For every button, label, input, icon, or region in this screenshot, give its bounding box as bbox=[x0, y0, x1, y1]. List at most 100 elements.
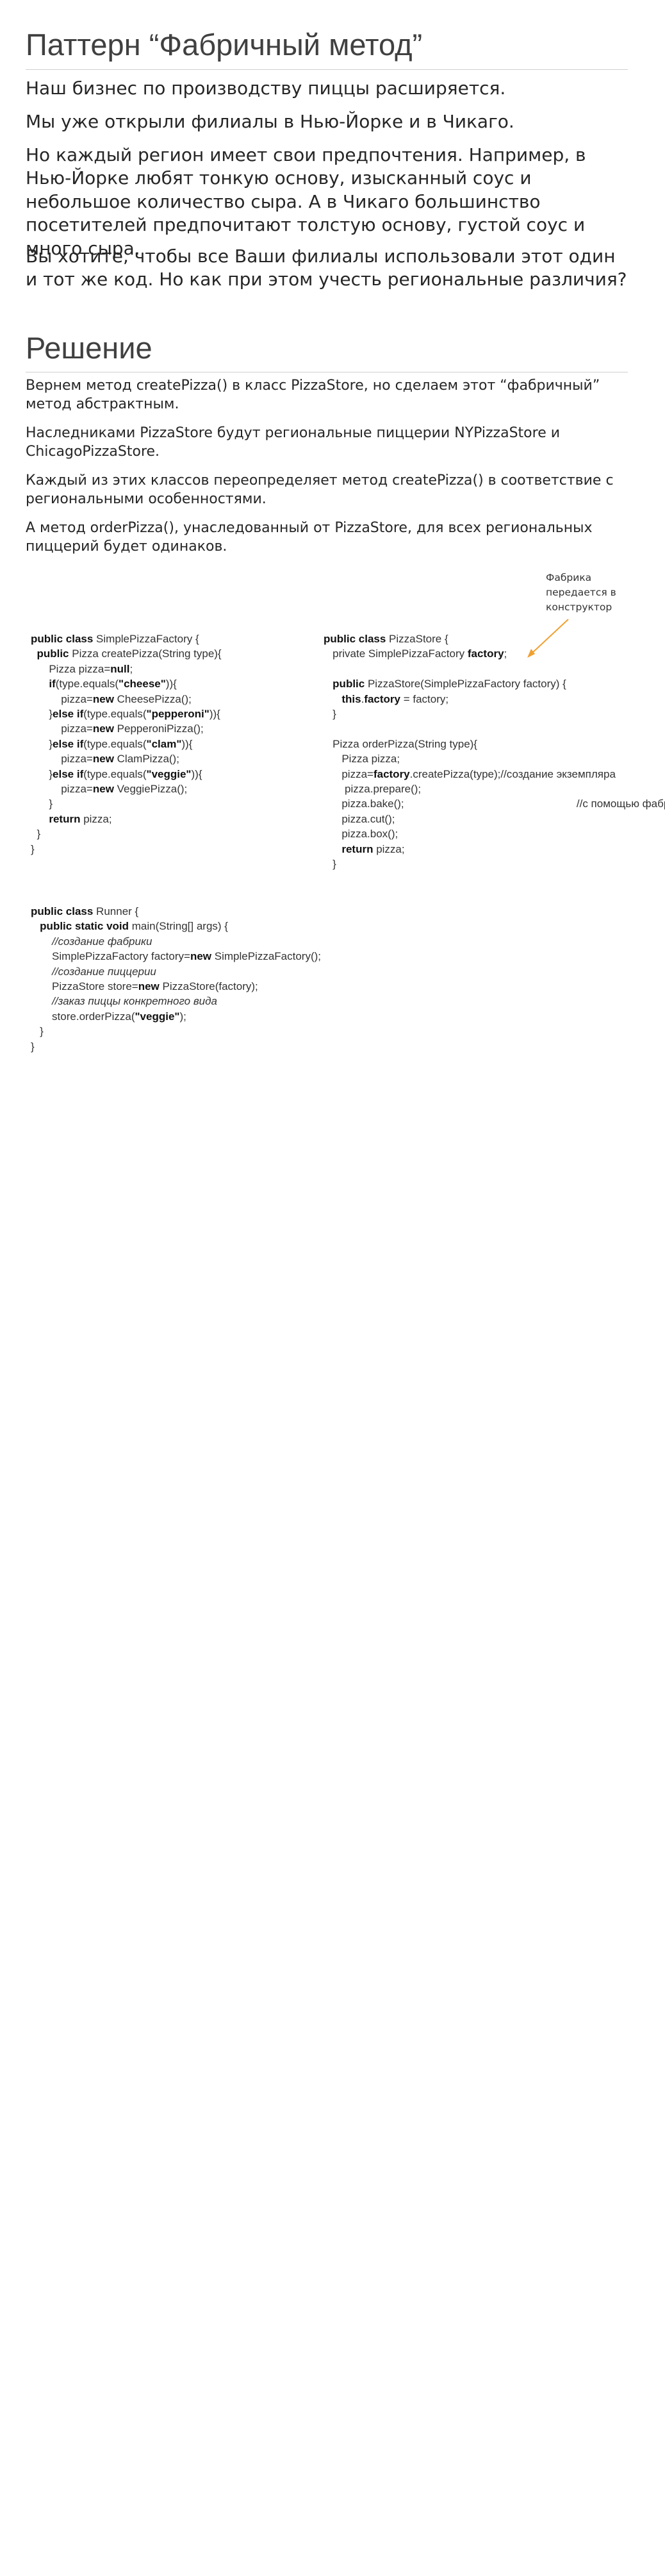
slide2-paragraph: А метод orderPizza(), унаследованный от … bbox=[26, 520, 593, 555]
code-text: } bbox=[324, 858, 336, 871]
code-text: ; bbox=[129, 662, 133, 675]
code-keyword: return bbox=[341, 842, 377, 855]
code-line: //создание пиццерии bbox=[31, 964, 321, 979]
code-line: pizza=new CheesePizza(); bbox=[31, 692, 222, 707]
code-keyword: else if bbox=[53, 737, 84, 750]
code-text: (type.equals( bbox=[83, 737, 147, 750]
code-line: } bbox=[31, 1039, 321, 1054]
code-text: } bbox=[31, 737, 53, 750]
code-line: public class SimplePizzaFactory { bbox=[31, 631, 222, 646]
code-keyword: new bbox=[92, 692, 117, 705]
code-text: SimplePizzaFactory(); bbox=[214, 950, 322, 963]
code-text: pizza= bbox=[31, 753, 93, 765]
code-text bbox=[324, 843, 341, 855]
code-text: } bbox=[324, 708, 336, 721]
code-keyword: this bbox=[341, 692, 361, 705]
slide-solution: Решение Вернем метод createPizza() в кла… bbox=[0, 301, 665, 1103]
code-keyword: new bbox=[92, 783, 117, 796]
code-line: return pizza; bbox=[324, 842, 665, 857]
code-text: pizza.box(); bbox=[324, 828, 398, 841]
code-text: pizza= bbox=[31, 692, 93, 705]
code-line: private SimplePizzaFactory factory; bbox=[324, 646, 665, 661]
code-text: } bbox=[31, 798, 53, 810]
code-comment: //заказ пиццы конкретного вида bbox=[52, 995, 217, 1008]
code-keyword: if bbox=[49, 678, 56, 690]
code-keyword: null bbox=[110, 662, 130, 675]
code-text: VeggiePizza(); bbox=[117, 783, 188, 796]
code-text bbox=[31, 935, 52, 948]
code-text: (type.equals( bbox=[55, 678, 119, 690]
code-line: } bbox=[31, 1024, 321, 1039]
code-keyword: factory bbox=[373, 767, 410, 780]
code-text: )){ bbox=[181, 737, 193, 750]
note-arrow bbox=[527, 619, 569, 658]
code-line: } bbox=[31, 796, 222, 811]
code-line: pizza.box(); bbox=[324, 826, 665, 841]
code-line: pizza=new PepperoniPizza(); bbox=[31, 721, 222, 736]
note-arrow-line bbox=[530, 619, 569, 655]
slide1-paragraph: Вы хотите, чтобы все Ваши филиалы исполь… bbox=[26, 246, 627, 290]
code-keyword: new bbox=[190, 950, 215, 963]
code-text: Pizza pizza; bbox=[324, 753, 400, 765]
slide2-paragraph: Вернем метод createPizza() в класс Pizza… bbox=[26, 378, 600, 412]
code-line: pizza.prepare(); bbox=[324, 782, 665, 796]
code-keyword: "veggie" bbox=[146, 767, 192, 780]
code-keyword: else if bbox=[53, 767, 84, 780]
code-line: }else if(type.equals("clam")){ bbox=[31, 737, 222, 751]
code-line: if(type.equals("cheese")){ bbox=[31, 676, 222, 691]
code-comment: //создание фабрики bbox=[52, 935, 152, 948]
code-line: Pizza pizza; bbox=[324, 751, 665, 766]
code-line: pizza=new ClamPizza(); bbox=[31, 751, 222, 766]
code-line: pizza.cut(); bbox=[324, 812, 665, 826]
slide-factory-method-intro: Паттерн “Фабричный метод” Наш бизнес по … bbox=[0, 0, 665, 301]
code-line: pizza=factory.createPizza(type);//создан… bbox=[324, 767, 665, 782]
code-line: PizzaStore store=new PizzaStore(factory)… bbox=[31, 979, 321, 994]
code-line: pizza.bake(); //с помощью фабрики bbox=[324, 796, 665, 811]
code-text: main(String[] args) { bbox=[131, 920, 228, 933]
code-line: Pizza pizza=null; bbox=[31, 662, 222, 676]
code-text: ; bbox=[504, 648, 507, 660]
simple-pizza-factory-code: public class SimplePizzaFactory { public… bbox=[31, 631, 222, 857]
code-text: )){ bbox=[165, 678, 177, 690]
code-text bbox=[324, 693, 341, 705]
code-text: SimplePizzaFactory factory= bbox=[31, 950, 190, 963]
code-text: PizzaStore(SimplePizzaFactory factory) { bbox=[367, 678, 566, 690]
code-text bbox=[31, 678, 49, 690]
code-text: } bbox=[31, 842, 35, 855]
code-line: public Pizza createPizza(String type){ bbox=[31, 646, 222, 661]
code-text: .createPizza(type);//создание экземпляра bbox=[409, 767, 616, 780]
code-line: public class PizzaStore { bbox=[324, 631, 665, 646]
code-text: PepperoniPizza(); bbox=[117, 723, 204, 735]
code-keyword: return bbox=[49, 812, 84, 825]
code-text: pizza.bake(); //с помощью фабрики bbox=[324, 798, 665, 810]
code-text bbox=[31, 966, 52, 978]
code-keyword: new bbox=[92, 753, 117, 765]
code-line bbox=[324, 662, 665, 676]
code-line: }else if(type.equals("pepperoni")){ bbox=[31, 707, 222, 721]
code-line: public static void main(String[] args) { bbox=[31, 919, 321, 933]
code-text: Runner { bbox=[96, 905, 139, 917]
code-text: } bbox=[31, 708, 53, 721]
code-text: . bbox=[361, 692, 365, 705]
code-keyword: public static void bbox=[40, 920, 132, 933]
code-keyword: "pepperoni" bbox=[146, 708, 209, 721]
code-text: PizzaStore store= bbox=[31, 980, 138, 993]
code-text: pizza; bbox=[376, 842, 405, 855]
code-text: )){ bbox=[191, 767, 202, 780]
code-text: pizza.cut(); bbox=[324, 812, 395, 825]
code-text: } bbox=[31, 1025, 44, 1038]
code-line: public class Runner { bbox=[31, 904, 321, 919]
code-line: } bbox=[31, 842, 222, 857]
code-keyword: factory bbox=[364, 692, 400, 705]
code-text: pizza= bbox=[31, 723, 93, 735]
code-keyword: new bbox=[138, 980, 163, 993]
code-line: public PizzaStore(SimplePizzaFactory fac… bbox=[324, 676, 665, 691]
code-keyword: factory bbox=[467, 648, 504, 660]
code-text: Pizza createPizza(String type){ bbox=[72, 648, 222, 660]
code-keyword: public class bbox=[31, 633, 97, 645]
code-text: (type.equals( bbox=[83, 767, 147, 780]
code-line bbox=[324, 721, 665, 736]
slide1-title-rule bbox=[26, 69, 628, 70]
code-text bbox=[324, 678, 332, 690]
code-text: pizza= bbox=[324, 767, 374, 780]
